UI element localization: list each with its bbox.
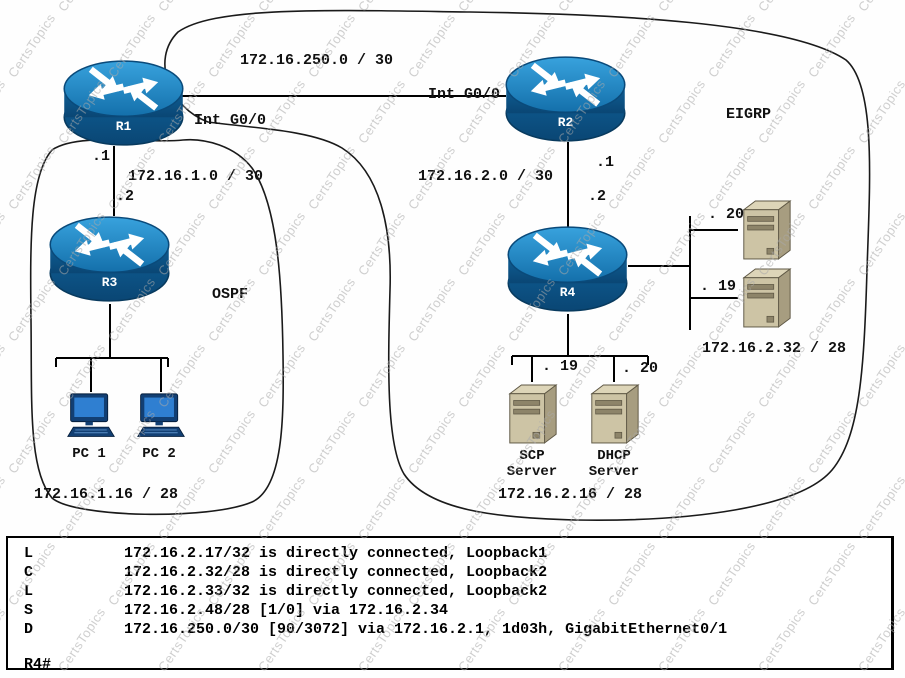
link-lines: [55, 95, 738, 392]
route-text: 172.16.2.48/28 [1/0] via 172.16.2.34: [124, 602, 449, 619]
label-server-top-ip: . 20: [708, 206, 745, 223]
label-pc-lan-network: 172.16.1.16 / 28: [34, 486, 179, 503]
server-top: [738, 198, 794, 262]
router-r2: R2: [502, 52, 629, 146]
cli-output-panel: L 172.16.2.17/32 is directly connected, …: [6, 536, 894, 673]
server-icon: [504, 382, 560, 446]
label-r1-r3-ip-bottom: .2: [116, 188, 135, 205]
router-icon: [46, 212, 173, 306]
link-r4-right-bus: [628, 216, 738, 330]
label-server-bottom-ip: . 19: [700, 278, 737, 295]
server-icon: [586, 382, 642, 446]
route-text: 172.16.250.0/30 [90/3072] via 172.16.2.1…: [124, 621, 728, 638]
label-right-lan-network: 172.16.2.32 / 28: [702, 340, 847, 357]
server-icon: [738, 266, 794, 330]
router-r3: R3: [46, 212, 173, 306]
label-r2-r4-network: 172.16.2.0 / 30: [418, 168, 554, 185]
router-r4-label: R4: [559, 285, 576, 300]
route-code: L: [24, 545, 34, 562]
pc2-label: PC 2: [142, 446, 176, 462]
label-eigrp-domain: EIGRP: [726, 106, 772, 123]
dhcp-server-label: DHCP Server: [588, 448, 640, 480]
link-r3-bottom-bus: [55, 304, 169, 392]
router-icon: [504, 222, 631, 316]
route-code: L: [24, 583, 34, 600]
route-text: 172.16.2.17/32 is directly connected, Lo…: [124, 545, 548, 562]
label-r2-interface: Int G0/0: [428, 86, 501, 103]
label-ospf-domain: OSPF: [212, 286, 249, 303]
label-r2-r4-ip-bottom: .2: [588, 188, 607, 205]
dhcp-server: [586, 382, 642, 446]
label-r1-r3-network: 172.16.1.0 / 30: [128, 168, 264, 185]
server-icon: [738, 198, 794, 262]
label-r1-r3-ip-top: .1: [92, 148, 111, 165]
router-r1: R1: [60, 56, 187, 150]
pc2: [136, 392, 186, 442]
pc1-label: PC 1: [72, 446, 106, 462]
eigrp-domain-outline: [164, 9, 871, 521]
pc1: [66, 392, 116, 442]
route-entry: S 172.16.2.48/28 [1/0] via 172.16.2.34: [24, 601, 891, 620]
route-text: 172.16.2.32/28 is directly connected, Lo…: [124, 564, 548, 581]
route-text: 172.16.2.33/32 is directly connected, Lo…: [124, 583, 548, 600]
route-entry: L 172.16.2.17/32 is directly connected, …: [24, 544, 891, 563]
route-entry: L 172.16.2.33/32 is directly connected, …: [24, 582, 891, 601]
cli-prompt: R4#: [24, 656, 52, 673]
label-r1-r2-network: 172.16.250.0 / 30: [240, 52, 394, 69]
route-code: C: [24, 564, 34, 581]
router-r4: R4: [504, 222, 631, 316]
label-bottom-lan-network: 172.16.2.16 / 28: [498, 486, 643, 503]
label-r1-interface: Int G0/0: [194, 112, 267, 129]
ospf-domain-outline: [29, 138, 285, 516]
scp-server: [504, 382, 560, 446]
label-dhcp-ip: . 20: [622, 360, 659, 377]
router-r1-label: R1: [115, 119, 132, 134]
pc-icon: [66, 392, 116, 442]
route-code: S: [24, 602, 34, 619]
router-icon: [60, 56, 187, 150]
router-icon: [502, 52, 629, 146]
scp-server-label: SCP Server: [506, 448, 558, 480]
route-entry: C 172.16.2.32/28 is directly connected, …: [24, 563, 891, 582]
label-r2-r4-ip-top: .1: [596, 154, 615, 171]
router-r2-label: R2: [557, 115, 574, 130]
label-scp-ip: . 19: [542, 358, 579, 375]
router-r3-label: R3: [101, 275, 118, 290]
link-r4-bottom-bus: [511, 314, 649, 382]
route-code: D: [24, 621, 34, 638]
route-entry: D 172.16.250.0/30 [90/3072] via 172.16.2…: [24, 620, 891, 639]
pc-icon: [136, 392, 186, 442]
server-bottom: [738, 266, 794, 330]
